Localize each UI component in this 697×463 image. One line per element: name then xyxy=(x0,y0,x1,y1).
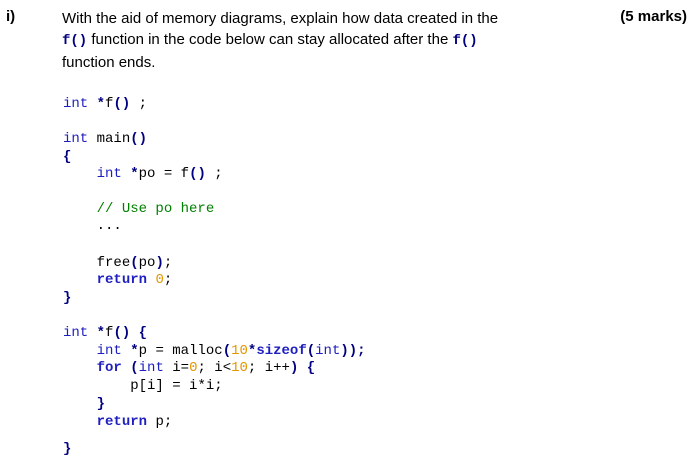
inline-code-f: f() xyxy=(62,33,88,49)
code-line-3: { xyxy=(63,149,72,165)
code-line-16: } xyxy=(63,441,72,457)
code-line-9: } xyxy=(63,290,72,306)
code-line-12: for (int i=0; i<10; i++) { xyxy=(96,360,316,376)
code-line-4: int *po = f() ; xyxy=(96,166,223,182)
question-line-2-text: function in the code below can stay allo… xyxy=(87,31,453,48)
code-line-13: p[i] = i*i; xyxy=(130,378,223,394)
code-line-6: ... xyxy=(96,218,122,234)
code-line-7: free(po); xyxy=(96,255,173,271)
code-line-1: int *f() ; xyxy=(63,96,148,112)
inline-code-f: f() xyxy=(452,33,478,49)
question-number: i) xyxy=(6,8,16,25)
code-line-2: int main() xyxy=(63,131,148,147)
question-text: With the aid of memory diagrams, explain… xyxy=(62,8,582,73)
code-line-11: int *p = malloc(10*sizeof(int)); xyxy=(96,343,366,359)
question-line-1: With the aid of memory diagrams, explain… xyxy=(62,10,499,27)
code-line-10: int *f() { xyxy=(63,325,148,341)
question-line-3: function ends. xyxy=(62,54,156,71)
code-line-8: return 0; xyxy=(96,272,173,288)
code-line-15: return p; xyxy=(96,414,173,430)
code-line-14: } xyxy=(96,396,106,412)
marks-label: (5 marks) xyxy=(620,8,687,25)
question-line-2: f() function in the code below can stay … xyxy=(62,29,582,52)
code-line-5: // Use po here xyxy=(96,201,215,217)
